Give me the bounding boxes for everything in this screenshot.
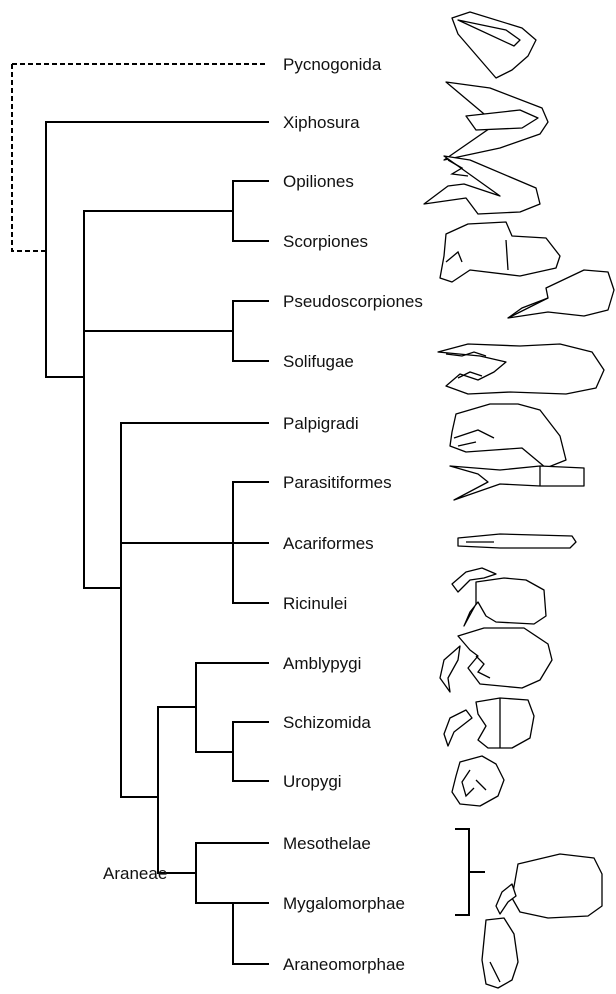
label-uropygi: Uropygi	[283, 772, 342, 791]
label-acariformes: Acariformes	[283, 534, 374, 553]
chelicera-acariformes-icon	[458, 534, 576, 548]
label-parasitiformes: Parasitiformes	[283, 473, 392, 492]
label-pycnogonida: Pycnogonida	[283, 55, 382, 74]
label-scorpiones: Scorpiones	[283, 232, 368, 251]
araneae-bracket	[456, 829, 484, 915]
label-xiphosura: Xiphosura	[283, 113, 360, 132]
label-araneae-clade: Araneae	[103, 864, 167, 883]
label-amblypygi: Amblypygi	[283, 654, 361, 673]
label-schizomida: Schizomida	[283, 713, 371, 732]
label-mesothelae: Mesothelae	[283, 834, 371, 853]
label-solifugae: Solifugae	[283, 352, 354, 371]
chelicera-solifugae-icon	[438, 344, 604, 394]
chelicera-uropygi-icon	[452, 756, 504, 806]
chelicera-illustrations	[424, 12, 614, 988]
label-mygalomorphae: Mygalomorphae	[283, 894, 405, 913]
branch-root-stem	[12, 64, 46, 251]
chelicera-amblypygi-icon	[440, 628, 552, 692]
chelicera-mygalomorph-type-icon	[496, 854, 602, 918]
chelicera-scorpiones-icon	[440, 222, 560, 282]
label-opiliones: Opiliones	[283, 172, 354, 191]
chelicera-xiphosura-icon	[444, 82, 548, 160]
taxon-labels: Pycnogonida Xiphosura Opiliones Scorpion…	[103, 55, 423, 974]
label-palpigradi: Palpigradi	[283, 414, 359, 433]
chelicera-araneomorphae-icon	[482, 918, 518, 988]
chelicera-pseudoscorpiones-icon	[508, 270, 614, 318]
label-pseudoscorpiones: Pseudoscorpiones	[283, 292, 423, 311]
chelicera-schizomida-icon	[444, 698, 534, 748]
label-ricinulei: Ricinulei	[283, 594, 347, 613]
chelicera-ricinulei-icon	[452, 568, 546, 626]
label-araneomorphae: Araneomorphae	[283, 955, 405, 974]
chelicera-parasitiformes-icon	[450, 466, 584, 500]
chelicera-opiliones-icon	[424, 156, 540, 214]
tree-branches	[12, 64, 268, 964]
chelicera-pycnogonida-icon	[452, 12, 536, 78]
chelicera-palpigradi-icon	[450, 404, 566, 468]
